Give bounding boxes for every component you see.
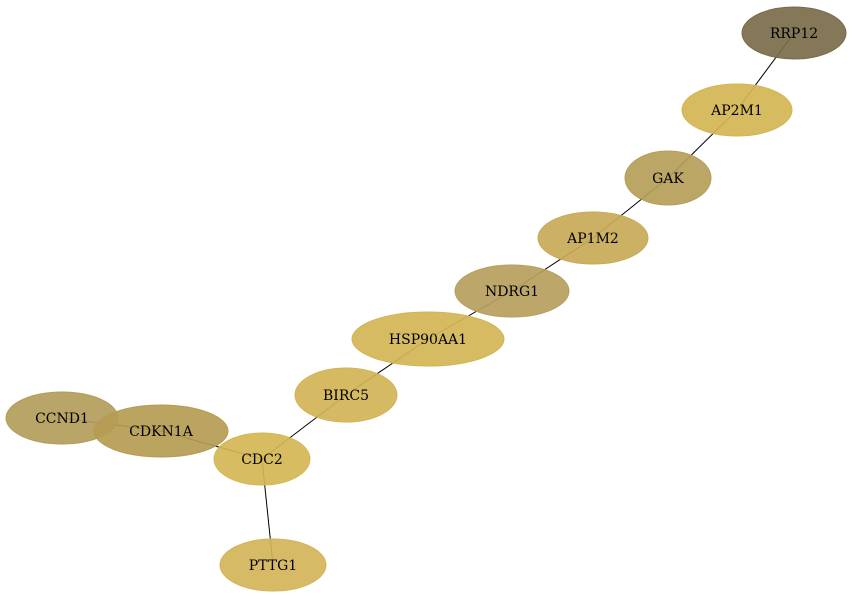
node-label: CDC2	[241, 452, 283, 468]
node-hsp90aa1: HSP90AA1	[351, 311, 505, 367]
node-label: CCND1	[35, 411, 89, 427]
node-shape	[624, 150, 712, 206]
node-shape	[454, 264, 570, 318]
node-pttg1: PTTG1	[219, 538, 327, 592]
node-label: CDKN1A	[129, 424, 194, 440]
node-label: RRP12	[770, 26, 818, 42]
node-shape	[681, 83, 793, 137]
node-label: PTTG1	[249, 558, 297, 574]
node-label: HSP90AA1	[389, 332, 467, 348]
node-cdkn1a: CDKN1A	[93, 404, 229, 458]
node-cdc2: CDC2	[213, 432, 311, 486]
node-label: NDRG1	[485, 284, 539, 300]
node-ndrg1: NDRG1	[454, 264, 570, 318]
node-shape	[537, 211, 649, 265]
node-label: BIRC5	[323, 388, 369, 404]
node-label: AP2M1	[710, 103, 763, 119]
node-shape	[219, 538, 327, 592]
node-gak: GAK	[624, 150, 712, 206]
node-shape	[213, 432, 311, 486]
node-birc5: BIRC5	[294, 367, 398, 423]
node-shape	[741, 6, 847, 60]
node-rrp12: RRP12	[741, 6, 847, 60]
node-ap1m2: AP1M2	[537, 211, 649, 265]
node-shape	[93, 404, 229, 458]
node-ap2m1: AP2M1	[681, 83, 793, 137]
node-label: GAK	[652, 171, 684, 187]
node-ccnd1: CCND1	[5, 391, 119, 445]
node-label: AP1M2	[566, 231, 619, 247]
node-shape	[351, 311, 505, 367]
node-shape	[294, 367, 398, 423]
